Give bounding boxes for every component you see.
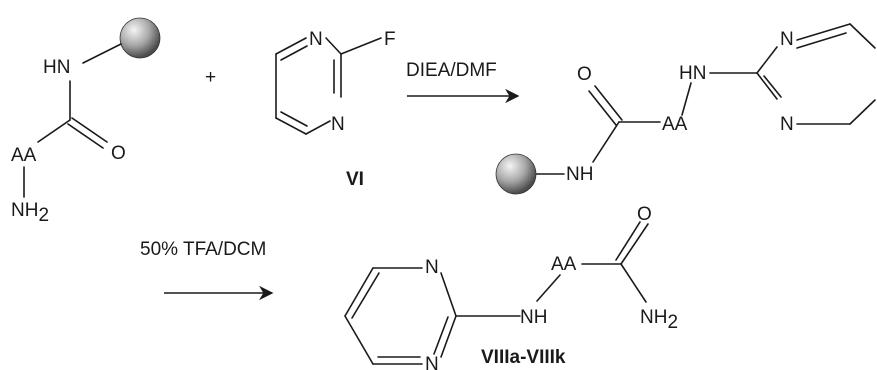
nh2-label-1: NH2 [11, 200, 49, 226]
product-pyrimidinyl-amino-amide: N N NH AA O NH2 VIIIa-VIIIk [344, 204, 678, 370]
reaction-arrow-1: DIEA/DMF [406, 60, 520, 104]
o-label-1: O [111, 143, 126, 164]
n-label-int-bottom: N [780, 114, 794, 135]
plus-sign: + [205, 67, 216, 88]
n-label-vi-bottom: N [331, 114, 345, 135]
compound-label-vi: VI [346, 169, 364, 190]
resin-bead-2 [495, 153, 537, 195]
resin-bound-intermediate: O AA HN NH N N [495, 23, 876, 195]
aa-label-prod: AA [551, 254, 577, 275]
aa-label-1: AA [11, 145, 37, 166]
aa-label-2: AA [662, 114, 688, 135]
reagent-2-fluoropyrimidine: N N F VI [275, 29, 396, 190]
reaction-arrow-2: 50% TFA/DCM [140, 239, 274, 301]
n-label-prod-bottom: N [425, 354, 439, 370]
nh2-label-prod: NH2 [640, 307, 678, 333]
nh-label-prod: NH [520, 307, 547, 328]
o-label-prod: O [637, 204, 652, 225]
hn-label-1: HN [43, 57, 70, 78]
f-label: F [384, 29, 396, 50]
o-label-2: O [577, 64, 592, 85]
resin-bead-1 [119, 17, 161, 59]
reagent-text-step1: DIEA/DMF [406, 60, 497, 81]
resin-bound-amino-acid: HN O AA NH2 [11, 17, 161, 226]
n-label-int-top: N [780, 29, 794, 50]
n-label-prod-top: N [425, 257, 439, 278]
reagent-text-step2: 50% TFA/DCM [140, 239, 266, 260]
hn-label-2: HN [679, 63, 706, 84]
compound-label-viii: VIIIa-VIIIk [481, 347, 566, 368]
nh-label-2: NH [566, 164, 593, 185]
n-label-vi-top: N [309, 29, 323, 50]
